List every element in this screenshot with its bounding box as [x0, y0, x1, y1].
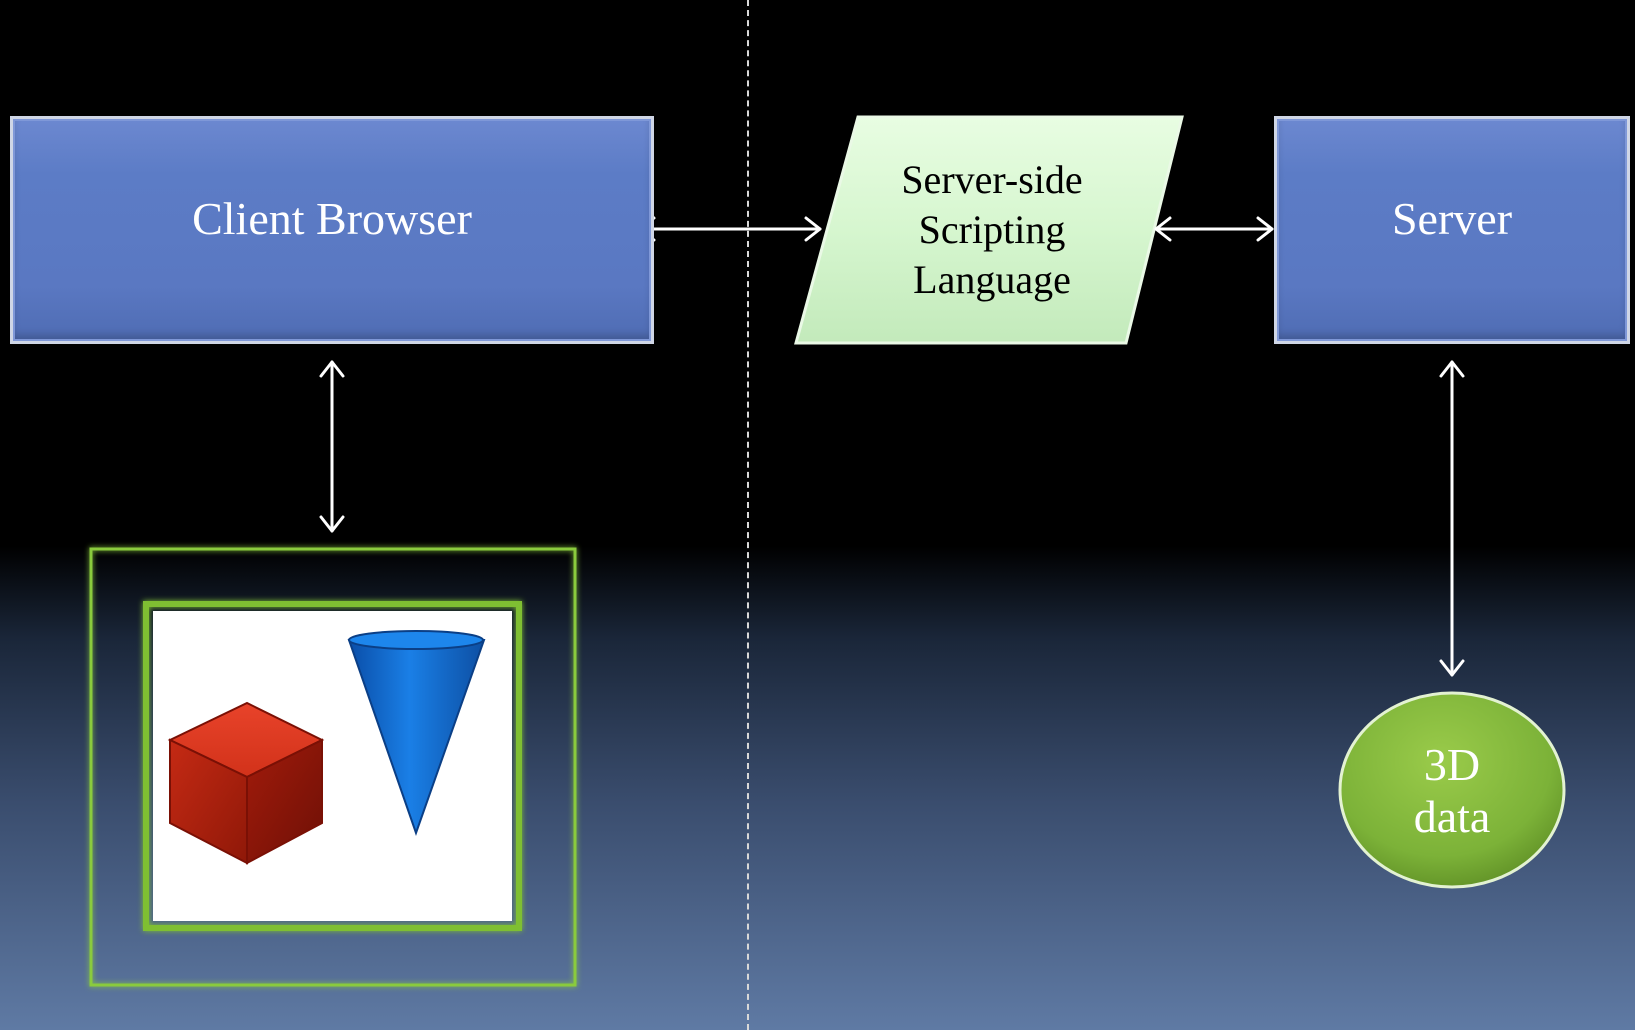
arrow-client-viewport: [319, 360, 345, 533]
data-store-label-line1: 3D: [1423, 738, 1481, 790]
viewport-inner-frame: [143, 601, 522, 931]
client-browser-label: Client Browser: [192, 192, 472, 244]
scripting-label: Server-side Scripting Language: [792, 115, 1184, 345]
server-label: Server: [1391, 192, 1513, 244]
data-store-shape: [1338, 691, 1566, 889]
cube-icon: [167, 701, 325, 865]
client-server-divider: [747, 0, 749, 1030]
scripting-label-line2: Scripting: [918, 207, 1066, 252]
scripting-label-line1: Server-side: [901, 157, 1083, 202]
server-box: Server: [1274, 116, 1630, 344]
arrow-scripting-server: [1154, 216, 1274, 242]
data-store-label: 3D data: [1338, 693, 1566, 888]
viewport-outer-frame: [89, 547, 577, 987]
client-browser-box: Client Browser: [10, 116, 654, 344]
arrow-server-data: [1439, 360, 1465, 677]
data-store-label-line2: data: [1413, 790, 1491, 842]
scripting-shape: [794, 115, 1184, 345]
scripting-node: Server-side Scripting Language: [792, 115, 1184, 345]
cone-icon: [347, 630, 486, 837]
scripting-label-line3: Language: [913, 257, 1071, 302]
